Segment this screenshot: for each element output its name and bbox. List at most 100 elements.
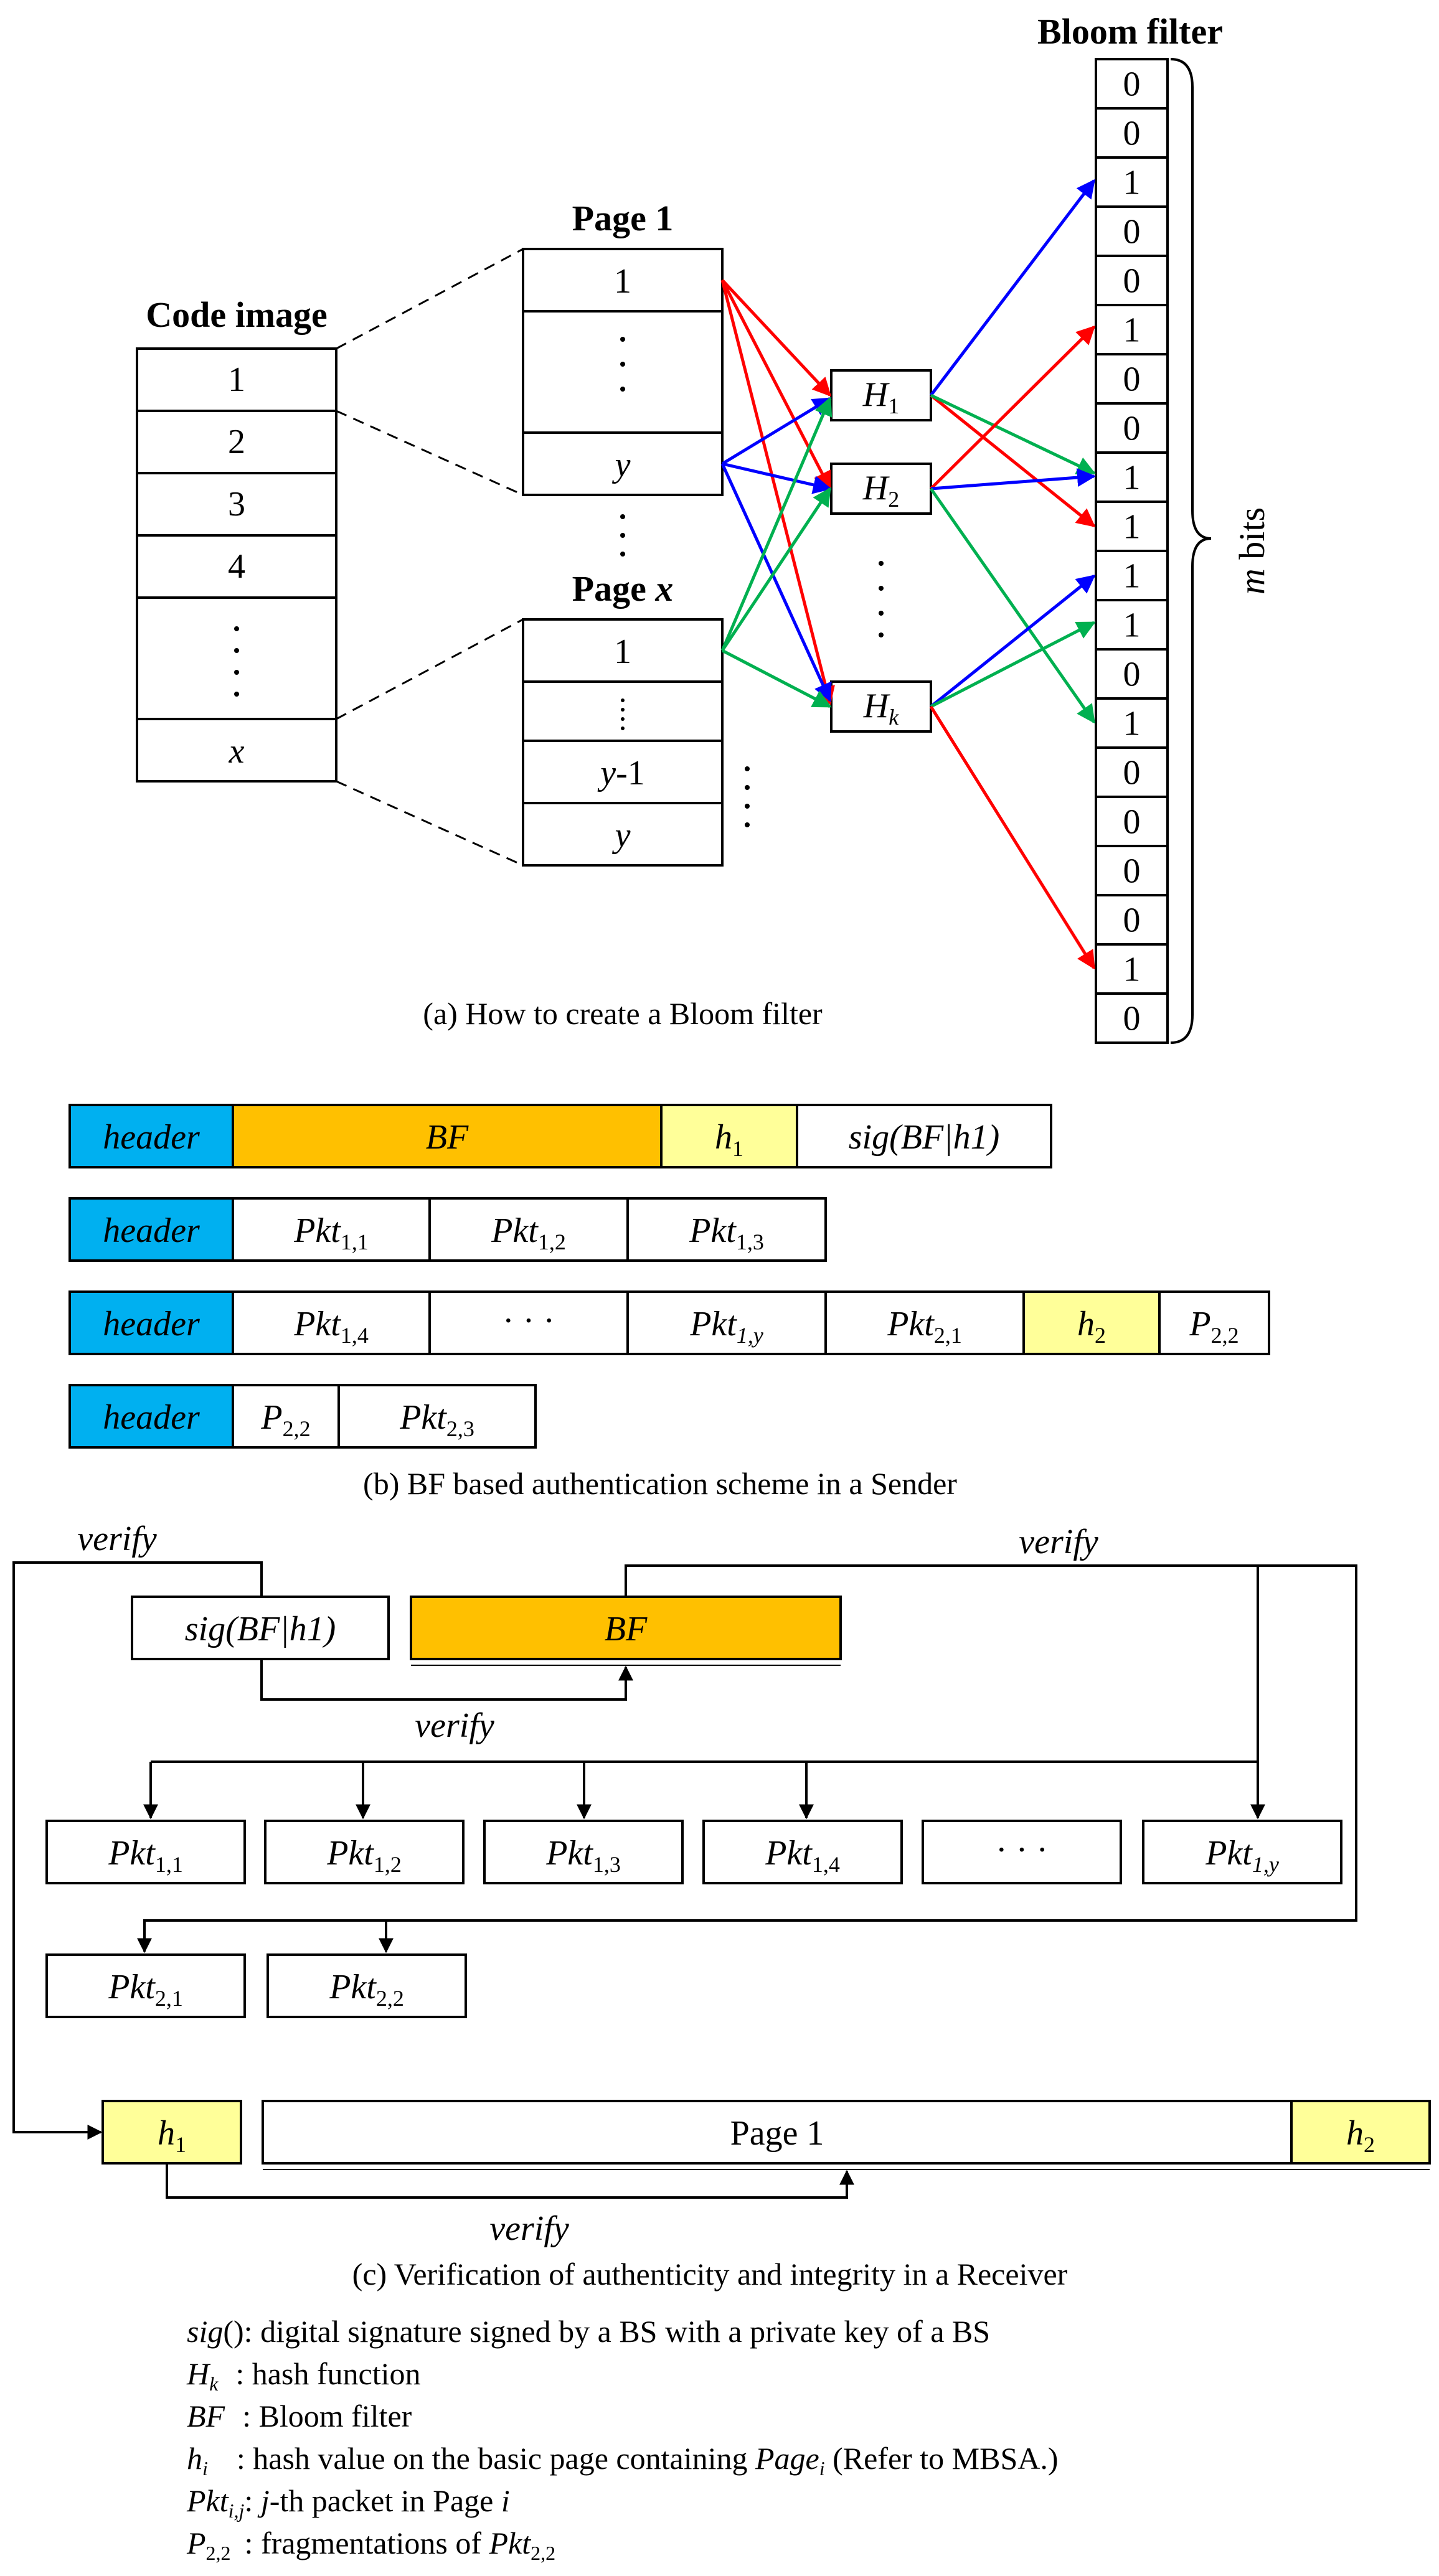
bloom-bit-cell [1095, 255, 1169, 306]
row3-pkt-1-y: Pkt1,y [689, 1305, 763, 1348]
row3-pkt-field [824, 1290, 1025, 1355]
row1-bf-field [232, 1104, 663, 1168]
hash-box-h1: H1 [862, 375, 899, 418]
row1-h1-label: h1 [715, 1118, 743, 1161]
page-1-vertical-dots [620, 337, 625, 392]
legend-item-p22: P2,2: fragmentations of Pkt2,2 [186, 2526, 555, 2564]
verify-path-h1-to-page [166, 2163, 854, 2199]
received-h2-box [1290, 2100, 1431, 2165]
bloom-bit-cell [1095, 599, 1169, 651]
bloom-bit-value: 0 [1123, 656, 1141, 694]
bloom-bit-value: 0 [1123, 410, 1141, 448]
received-pkt-2-2: Pkt2,2 [329, 1968, 404, 2011]
received-pkt-1-1: Pkt1,1 [108, 1834, 183, 1877]
bloom-bit-value: 0 [1123, 852, 1141, 891]
row2-header-field [68, 1197, 234, 1262]
page-x-title: Page x [572, 568, 674, 609]
bloom-bit-cell [1095, 550, 1169, 601]
row3-pkt-2-1: Pkt2,1 [887, 1305, 962, 1348]
row3-p22-label: P2,2 [1189, 1305, 1238, 1348]
received-pkt-box [45, 1953, 246, 2018]
page-x-side-dots [745, 766, 750, 827]
row1-bf-label: BF [426, 1118, 469, 1157]
verify-label-h1-page: verify [489, 2209, 569, 2248]
bloom-bit-cell [1095, 894, 1169, 946]
verify-label-outer-right: verify [1019, 1523, 1098, 1561]
caption-c: (c) Verification of authenticity and int… [352, 2257, 1068, 2292]
row4-pkt-2-3: Pkt2,3 [399, 1398, 474, 1441]
legend: sig(): digital signature signed by a BS … [186, 2314, 1059, 2564]
row4-p22-label: P2,2 [260, 1398, 310, 1441]
row2-pkt-1-3: Pkt1,3 [689, 1211, 764, 1254]
row3-ellipsis: · · · [502, 1302, 555, 1340]
m-bits-label: m bits [1232, 507, 1272, 595]
part-a-bloom-filter-creation: Code image 1 2 3 4 x Page 1 [136, 11, 1272, 1044]
row2-pkt-field [626, 1197, 827, 1262]
legend-item-hk: Hk: hash function [186, 2356, 420, 2395]
bloom-bit-value: 1 [1123, 951, 1141, 989]
bloom-bit-cell [1095, 107, 1169, 159]
bloom-bit-value: 0 [1123, 1000, 1141, 1038]
code-image-title: Code image [146, 294, 328, 335]
row1-header-field [68, 1104, 234, 1168]
hash-output-arrows [929, 179, 1096, 970]
verify-path-sig-to-h1 [12, 1561, 263, 2140]
page-x-vertical-dots [621, 698, 625, 730]
page-1-cell-1: 1 [614, 262, 631, 301]
received-pkt-box [267, 1953, 467, 2018]
bloom-bit-cell [1095, 353, 1169, 405]
bloom-bit-value: 1 [1123, 311, 1141, 350]
page-x-cell-1: 1 [614, 632, 631, 671]
received-page-label: Page 1 [730, 2114, 824, 2153]
bloom-bit-value: 0 [1123, 360, 1141, 399]
verify-label-sig-bf: verify [415, 1706, 494, 1745]
legend-item-sig: sig(): digital signature signed by a BS … [187, 2314, 990, 2349]
row3-h2-label: h2 [1077, 1305, 1106, 1348]
bloom-bit-cell [1095, 845, 1169, 896]
row2-pkt-1-1: Pkt1,1 [293, 1211, 369, 1254]
code-image-cell-3: 3 [228, 485, 245, 524]
page-1-cell-y: y [612, 446, 631, 484]
caption-b: (b) BF based authentication scheme in a … [363, 1466, 957, 1501]
row3-dots-field [428, 1290, 629, 1355]
row3-pkt-1-4: Pkt1,4 [293, 1305, 369, 1348]
caption-a: (a) How to create a Bloom filter [423, 996, 823, 1031]
legend-item-pkt: Pkti,j: j-th packet in Page i [186, 2483, 510, 2522]
row2-pkt-1-2: Pkt1,2 [491, 1211, 566, 1254]
received-signature-label: sig(BF|h1) [185, 1610, 336, 1648]
code-image-cell-4: 4 [228, 547, 245, 586]
bloom-bit-value: 0 [1123, 213, 1141, 251]
row2-header-label: header [103, 1211, 200, 1250]
part-b-sender-scheme: header BF h1 sig(BF|h1) header Pkt1,1 Pk… [68, 1104, 1270, 1501]
hash-input-arrows [720, 279, 835, 708]
legend-item-hi: hi: hash value on the basic page contain… [187, 2441, 1059, 2480]
bloom-bit-value: 0 [1123, 262, 1141, 301]
part-c-receiver-verification: verify sig(BF|h1) BF verify verify Pkt1, [12, 1520, 1431, 2292]
received-dots-box [922, 1820, 1122, 1884]
row1-header-label: header [103, 1118, 200, 1157]
bloom-bit-value: 1 [1123, 164, 1141, 202]
bloom-bit-value: 1 [1123, 705, 1141, 743]
received-pkt-box [264, 1820, 465, 1884]
verify-path-sig-to-bf [260, 1659, 633, 1701]
received-pkt-box [483, 1820, 684, 1884]
page-x-cell-y: y [612, 816, 631, 855]
bloom-bit-cell [1095, 746, 1169, 798]
received-pkt-box [45, 1820, 246, 1884]
verify-path-bf-to-packets [137, 1564, 1357, 1953]
received-bf-box [410, 1596, 842, 1660]
received-pkt-1-2: Pkt1,2 [326, 1834, 402, 1877]
bloom-bit-value: 0 [1123, 754, 1141, 792]
received-pkt-box [702, 1820, 903, 1884]
received-page-box [262, 2100, 1293, 2165]
page-expansion-lines [336, 248, 524, 867]
bloom-filter-title: Bloom filter [1037, 11, 1223, 52]
received-h1-label: h1 [158, 2114, 186, 2157]
verify-label-outer-left: verify [77, 1520, 157, 1558]
received-h1-box [101, 2100, 242, 2165]
code-image-cell-1: 1 [228, 360, 245, 399]
received-pkt-2-1: Pkt2,1 [108, 1968, 183, 2011]
received-pkt-box [1142, 1820, 1342, 1884]
